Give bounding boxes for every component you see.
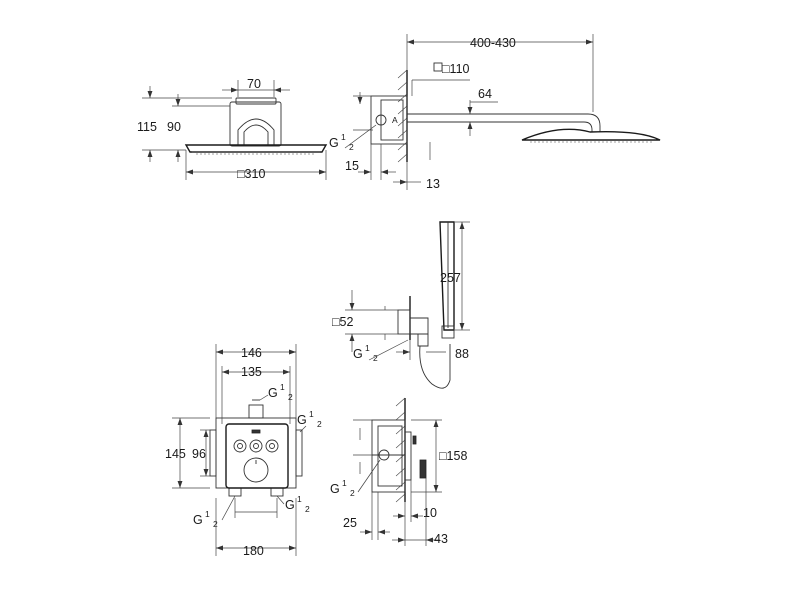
thread-num-hand: 1 [365, 343, 370, 353]
thread-num-top: 1 [280, 382, 285, 392]
dim-146: 146 [241, 346, 262, 360]
valve-front-view: 146 135 G 1 2 G 1 2 145 96 G 1 2 G 1 2 [165, 344, 322, 558]
thread-num-side: 1 [342, 478, 347, 488]
thread-den-br: 2 [305, 504, 310, 514]
head-shower-front-view: 70 115 90 □310 [137, 77, 328, 181]
thread-den-hand: 2 [373, 353, 378, 363]
hand-shower-view: 257 □52 G 1 2 88 [332, 221, 470, 389]
dim-158: □158 [439, 449, 467, 463]
dim-10: 10 [423, 506, 437, 520]
thread-den: 2 [349, 142, 354, 152]
thread-g-br: G [285, 498, 295, 512]
thread-g-side: G [330, 482, 340, 496]
dim-52: □52 [332, 315, 354, 329]
dim-88: 88 [455, 347, 469, 361]
wall-hatch [397, 69, 408, 163]
thread-num-right: 1 [309, 409, 314, 419]
thread-g-bl: G [193, 513, 203, 527]
thread-g: G [329, 136, 339, 150]
dim-145: 145 [165, 447, 186, 461]
dim-43: 43 [434, 532, 448, 546]
dim-64: 64 [478, 87, 492, 101]
dim-25: 25 [343, 516, 357, 530]
dim-96: 96 [192, 447, 206, 461]
thread-g-hand: G [353, 347, 363, 361]
valve-side-view: □158 G 1 2 25 10 43 [330, 397, 467, 546]
head-shower-side-view: A 400-430 □110 64 G 1 2 [329, 34, 661, 191]
thread-den-top: 2 [288, 392, 293, 402]
thread-num: 1 [341, 132, 346, 142]
dim-135: 135 [241, 365, 262, 379]
dim-15: 15 [345, 159, 359, 173]
thread-den-right: 2 [317, 419, 322, 429]
thread-g-right: G [297, 413, 307, 427]
dim-13: 13 [426, 177, 440, 191]
dim-400-430: 400-430 [470, 36, 516, 50]
dim-90: 90 [167, 120, 181, 134]
dim-180: 180 [243, 544, 264, 558]
dim-70: 70 [247, 77, 261, 91]
dim-115: 115 [137, 120, 157, 134]
dim-257: 257 [440, 271, 461, 285]
thread-den-side: 2 [350, 488, 355, 498]
mark-a: A [392, 115, 398, 125]
thread-num-br: 1 [297, 494, 302, 504]
thread-num-bl: 1 [205, 509, 210, 519]
dim-110: □110 [442, 62, 470, 76]
thread-g-top: G [268, 386, 278, 400]
thread-den-bl: 2 [213, 519, 218, 529]
dim-310: □310 [237, 167, 265, 181]
